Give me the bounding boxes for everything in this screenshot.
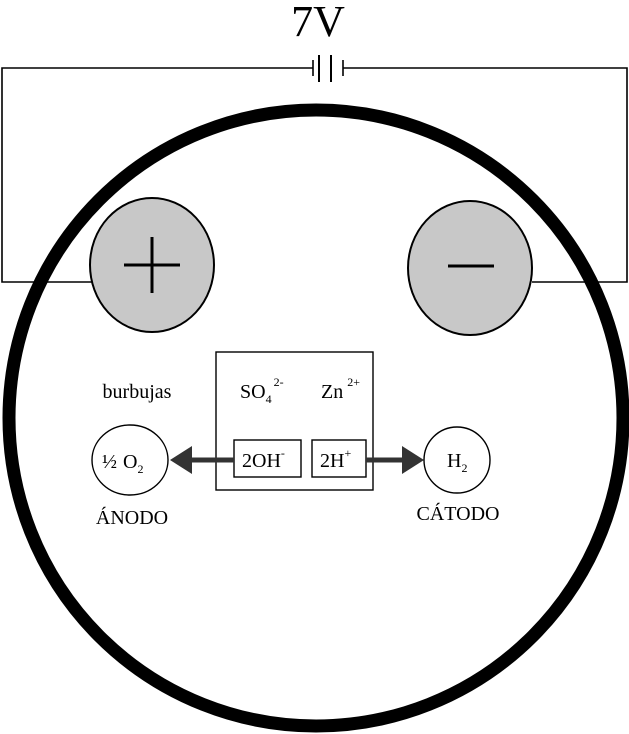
hydroxide-ion: 2OH- — [242, 446, 285, 472]
hydrogen-product: H2 — [447, 450, 467, 475]
hydroxide-box — [233, 439, 302, 478]
bubbles-label: burbujas — [103, 381, 172, 403]
anode-label: ÁNODO — [96, 506, 168, 529]
plus-icon — [124, 237, 180, 293]
wire-right — [343, 67, 628, 283]
hydrogen-bubble — [423, 426, 491, 494]
arrow-right-icon — [366, 446, 424, 474]
oxygen-bubble — [91, 424, 169, 496]
sulfate-ion: SO42- — [240, 375, 284, 406]
hydrogen-ion: 2H+ — [320, 446, 351, 472]
battery-icon — [312, 55, 344, 82]
cathode-label: CÁTODO — [417, 502, 500, 525]
electrolysis-cell — [2, 103, 629, 733]
arrow-left-icon — [170, 446, 234, 474]
battery-voltage-label: 7V — [291, 0, 345, 46]
cathode-electrode — [407, 200, 533, 336]
hydrogen-ion-box — [311, 439, 367, 478]
anode-electrode — [89, 197, 215, 333]
